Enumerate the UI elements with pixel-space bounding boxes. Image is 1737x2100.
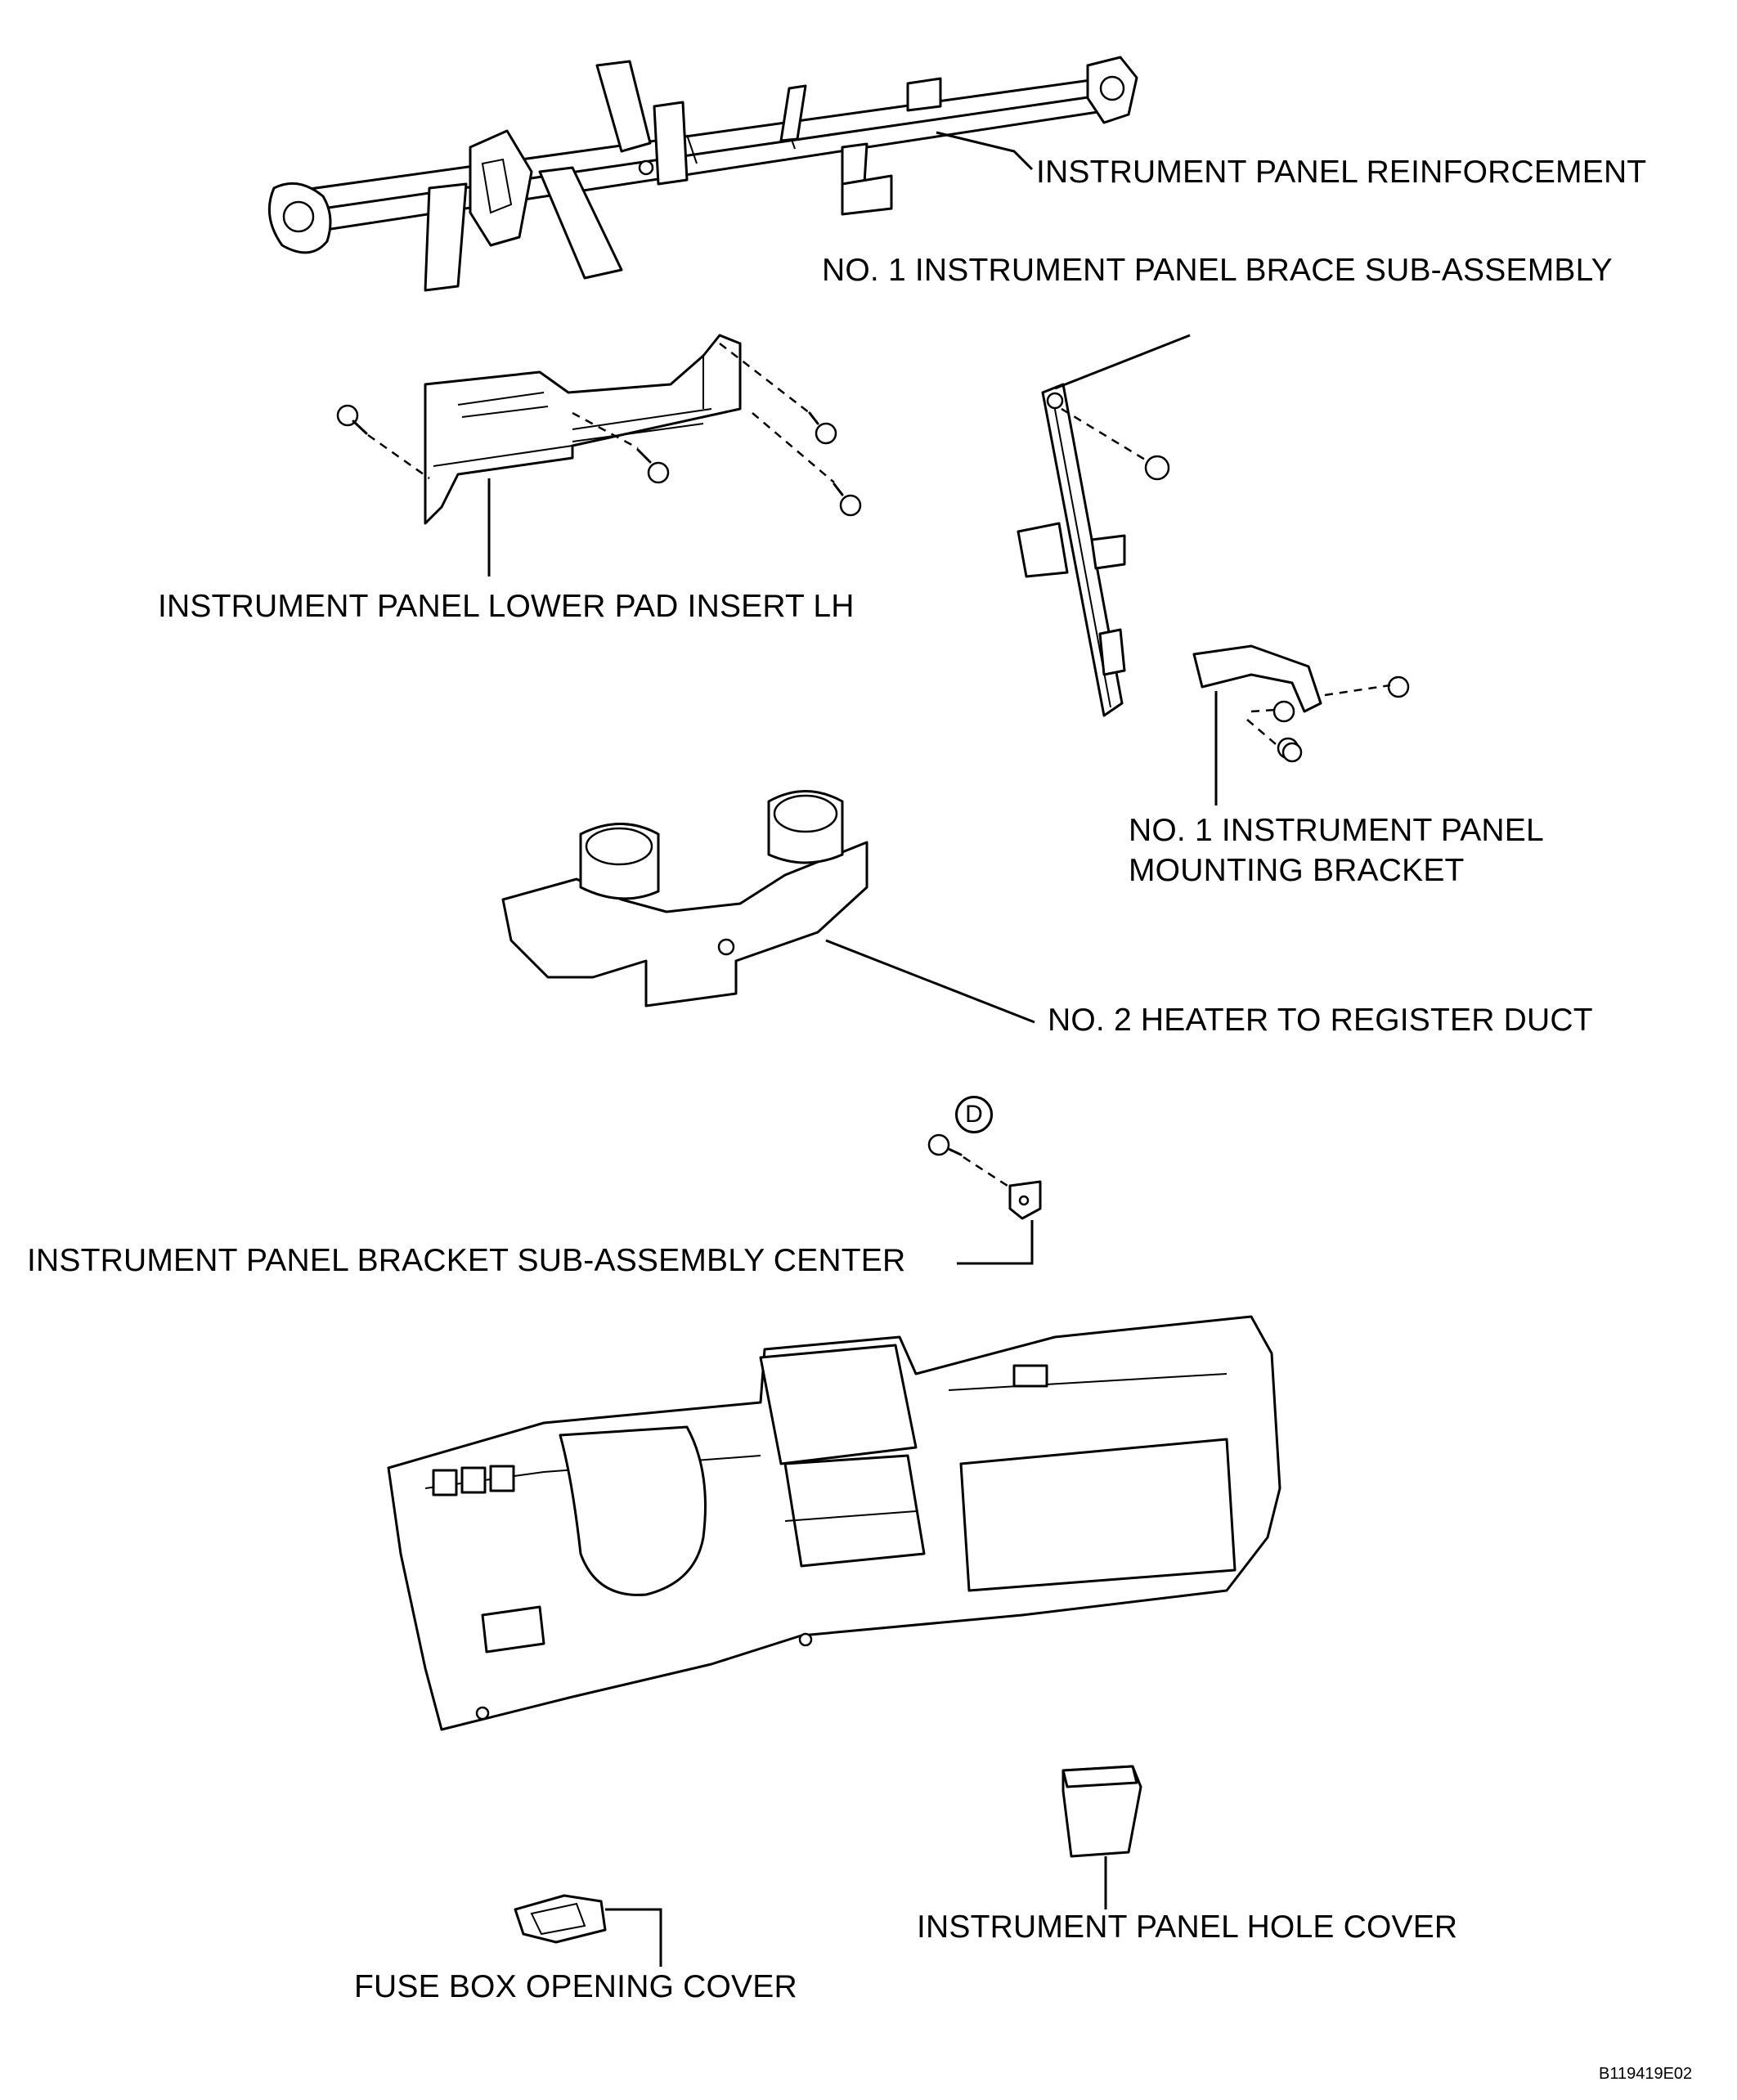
leader-heater-duct: [825, 939, 1035, 1024]
leader-bracket-center: [957, 1220, 1034, 1265]
lower-pad-insert-lh-drawing: [424, 334, 742, 525]
instrument-panel-brace-drawing: [1017, 383, 1170, 717]
label-lower-pad-insert: INSTRUMENT PANEL LOWER PAD INSERT LH: [158, 589, 855, 624]
leader-fuse-box-cover: [605, 1908, 662, 1967]
dash-brace: [1061, 407, 1150, 464]
dash-lower-pad-3: [719, 343, 810, 414]
dash-lower-pad-1: [367, 433, 430, 480]
heater-duct-drawing: [501, 790, 868, 1007]
leader-brace: [1054, 334, 1191, 390]
dash-bracket-3: [1246, 719, 1277, 745]
label-brace: NO. 1 INSTRUMENT PANEL BRACE SUB-ASSEMBL…: [822, 253, 1613, 288]
label-mounting-bracket: NO. 1 INSTRUMENT PANEL MOUNTING BRACKET: [1129, 811, 1544, 891]
bracket-center-drawing: [927, 1133, 1042, 1220]
dash-bracket-1: [1324, 684, 1391, 697]
marker-d: D: [955, 1096, 993, 1133]
label-mounting-bracket-line2: MOUNTING BRACKET: [1129, 852, 1465, 888]
hole-cover-drawing: [1062, 1765, 1142, 1858]
instrument-panel-drawing: [387, 1315, 1281, 1731]
label-bracket-center: INSTRUMENT PANEL BRACKET SUB-ASSEMBLY CE…: [27, 1243, 906, 1278]
label-reinforcement: INSTRUMENT PANEL REINFORCEMENT: [1036, 155, 1647, 190]
dash-bracket-center: [963, 1155, 1011, 1189]
dash-bracket-2: [1250, 708, 1277, 713]
figure-id: B119419E02: [1599, 2065, 1693, 2083]
dash-lower-pad-4: [752, 412, 835, 483]
label-heater-duct: NO. 2 HEATER TO REGISTER DUCT: [1048, 1003, 1593, 1038]
label-hole-cover: INSTRUMENT PANEL HOLE COVER: [917, 1909, 1458, 1945]
label-mounting-bracket-line1: NO. 1 INSTRUMENT PANEL: [1129, 813, 1544, 848]
instrument-panel-reinforcement-drawing: [267, 56, 1138, 292]
dash-lower-pad-2: [572, 411, 639, 450]
label-fuse-box-cover: FUSE BOX OPENING COVER: [354, 1969, 797, 2004]
mounting-bracket-drawing: [1192, 644, 1410, 763]
fuse-box-cover-drawing: [514, 1894, 607, 1944]
lower-pad-insert-bolts: [336, 404, 862, 517]
leader-reinforcement: [936, 131, 1034, 171]
